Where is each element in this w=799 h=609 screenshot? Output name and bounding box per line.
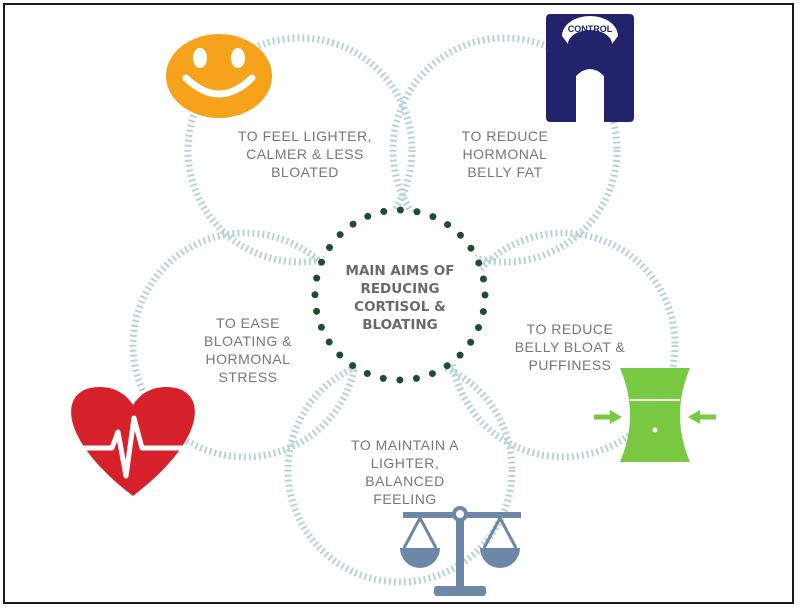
aim-label-line: TO EASE bbox=[216, 315, 280, 331]
aim-label-line: BLOATING & bbox=[204, 333, 292, 349]
aim-label-line: CALMER & LESS bbox=[246, 146, 364, 162]
aim-label-line: HORMONAL bbox=[462, 146, 548, 162]
center-title-line-3: CORTISOL & bbox=[354, 299, 446, 315]
petal-circle-bottom bbox=[284, 354, 516, 586]
aim-label-line: BLOATED bbox=[271, 164, 339, 180]
slim-waist-icon bbox=[594, 368, 716, 462]
scale-control-label: CONTROL bbox=[568, 24, 613, 34]
aim-label-line: TO MAINTAIN A bbox=[351, 437, 459, 453]
aim-label-line: BELLY FAT bbox=[467, 164, 543, 180]
aim-label-line: LIGHTER, bbox=[370, 455, 440, 471]
aim-label-line: FEELING bbox=[373, 491, 437, 507]
smiley-face-icon bbox=[166, 34, 272, 118]
aim-label-belly-bloat: TO REDUCE BELLY BLOAT & PUFFINESS bbox=[495, 320, 645, 374]
weight-scale-icon: CONTROL bbox=[546, 14, 634, 122]
aim-label-feel-lighter: TO FEEL LIGHTER, CALMER & LESS BLOATED bbox=[230, 127, 380, 181]
aim-label-line: TO FEEL LIGHTER, bbox=[237, 128, 373, 144]
petal-circle-top-right bbox=[389, 34, 621, 266]
aim-label-line: STRESS bbox=[218, 369, 278, 385]
aim-label-line: TO REDUCE bbox=[526, 321, 614, 337]
petal-circle-top-left bbox=[184, 34, 416, 266]
aim-label-line: TO REDUCE bbox=[461, 128, 549, 144]
heart-pulse-icon bbox=[71, 386, 195, 496]
aim-label-belly-fat: TO REDUCE HORMONAL BELLY FAT bbox=[435, 127, 575, 181]
aim-label-line: BELLY BLOAT & bbox=[514, 339, 626, 355]
aim-label-line: BALANCED bbox=[365, 473, 445, 489]
center-title-line-2: REDUCING bbox=[360, 281, 440, 297]
aim-label-ease-bloating: TO EASE BLOATING & HORMONAL STRESS bbox=[178, 314, 318, 386]
balance-scale-icon bbox=[400, 506, 521, 596]
aim-label-line: HORMONAL bbox=[205, 351, 291, 367]
aim-label-line: PUFFINESS bbox=[528, 357, 612, 373]
center-title-line-1: MAIN AIMS OF bbox=[345, 263, 455, 279]
aim-label-balanced: TO MAINTAIN A LIGHTER, BALANCED FEELING bbox=[330, 436, 480, 508]
center-title: MAIN AIMS OF REDUCING CORTISOL & BLOATIN… bbox=[325, 262, 475, 334]
center-circle bbox=[311, 206, 489, 384]
center-title-line-4: BLOATING bbox=[362, 317, 438, 333]
